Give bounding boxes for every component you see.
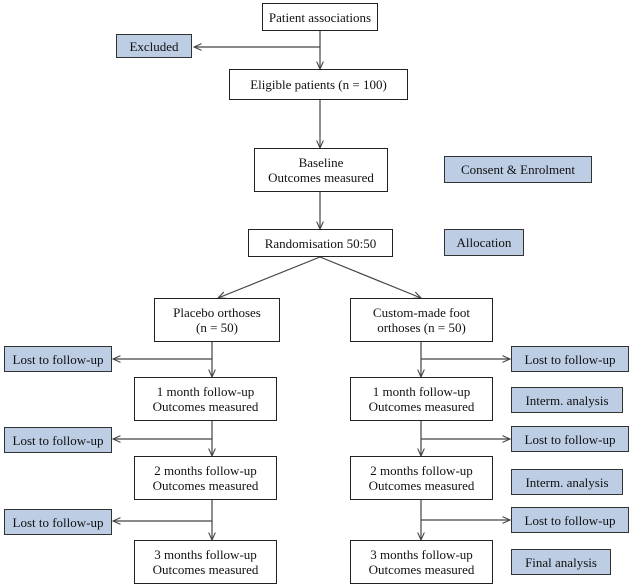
custom-2-months-subtitle: Outcomes measured bbox=[368, 478, 475, 493]
baseline-subtitle: Outcomes measured bbox=[268, 170, 374, 185]
excluded-label: Excluded bbox=[129, 38, 179, 54]
arrow-randomisation-to-placebo bbox=[218, 256, 321, 298]
placebo-3-months-box: 3 months follow-up Outcomes measured bbox=[134, 540, 277, 584]
patient-associations-box: Patient associations bbox=[262, 3, 378, 31]
placebo-lost-3-label: Lost to follow-up bbox=[12, 514, 104, 530]
baseline-title: Baseline bbox=[298, 155, 344, 170]
placebo-2-months-title: 2 months follow-up bbox=[154, 463, 257, 478]
placebo-orthoses-box: Placebo orthoses (n = 50) bbox=[154, 298, 280, 342]
eligible-patients-label: Eligible patients (n = 100) bbox=[250, 77, 387, 92]
excluded-label-box: Excluded bbox=[116, 34, 192, 58]
patient-associations-label: Patient associations bbox=[268, 9, 372, 25]
placebo-2-months-subtitle: Outcomes measured bbox=[152, 478, 259, 493]
custom-3-months-box: 3 months follow-up Outcomes measured bbox=[350, 540, 493, 584]
placebo-1-month-box: 1 month follow-up Outcomes measured bbox=[134, 377, 277, 421]
custom-1-month-subtitle: Outcomes measured bbox=[368, 399, 475, 414]
custom-lost-3-box: Lost to follow-up bbox=[511, 507, 629, 533]
placebo-orthoses-title: Placebo orthoses bbox=[173, 305, 261, 320]
custom-lost-2-label: Lost to follow-up bbox=[524, 431, 616, 447]
placebo-3-months-subtitle: Outcomes measured bbox=[152, 562, 259, 577]
eligible-patients-box: Eligible patients (n = 100) bbox=[229, 69, 408, 100]
custom-lost-2-box: Lost to follow-up bbox=[511, 426, 629, 452]
placebo-lost-3-box: Lost to follow-up bbox=[4, 509, 112, 535]
placebo-1-month-title: 1 month follow-up bbox=[156, 384, 255, 399]
custom-2-months-box: 2 months follow-up Outcomes measured bbox=[350, 456, 493, 500]
custom-orthoses-title: Custom-made foot bbox=[372, 305, 471, 320]
placebo-lost-1-label: Lost to follow-up bbox=[12, 351, 104, 367]
custom-lost-1-box: Lost to follow-up bbox=[511, 346, 629, 372]
randomisation-label: Randomisation 50:50 bbox=[264, 235, 377, 251]
placebo-lost-2-box: Lost to follow-up bbox=[4, 427, 112, 453]
custom-3-months-subtitle: Outcomes measured bbox=[368, 562, 475, 577]
interim-analysis-2-box: Interm. analysis bbox=[511, 469, 623, 495]
arrow-randomisation-to-custom bbox=[319, 256, 421, 298]
custom-2-months-title: 2 months follow-up bbox=[370, 463, 473, 478]
final-analysis-box: Final analysis bbox=[511, 549, 611, 575]
interim-analysis-1-label: Interm. analysis bbox=[525, 392, 609, 408]
final-analysis-label: Final analysis bbox=[525, 554, 597, 570]
custom-orthoses-count: orthoses (n = 50) bbox=[377, 320, 466, 335]
placebo-lost-2-label: Lost to follow-up bbox=[12, 432, 104, 448]
randomisation-box: Randomisation 50:50 bbox=[248, 229, 393, 257]
custom-lost-1-label: Lost to follow-up bbox=[524, 351, 616, 367]
custom-lost-3-label: Lost to follow-up bbox=[524, 512, 616, 528]
custom-orthoses-box: Custom-made foot orthoses (n = 50) bbox=[350, 298, 493, 342]
placebo-orthoses-count: (n = 50) bbox=[196, 320, 238, 335]
placebo-3-months-title: 3 months follow-up bbox=[154, 547, 257, 562]
custom-1-month-title: 1 month follow-up bbox=[372, 384, 471, 399]
consent-enrolment-label: Consent & Enrolment bbox=[460, 162, 576, 177]
placebo-1-month-subtitle: Outcomes measured bbox=[152, 399, 259, 414]
custom-3-months-title: 3 months follow-up bbox=[370, 547, 473, 562]
interim-analysis-2-label: Interm. analysis bbox=[525, 474, 609, 490]
consent-enrolment-label-box: Consent & Enrolment bbox=[444, 156, 592, 183]
baseline-box: Baseline Outcomes measured bbox=[254, 148, 388, 192]
allocation-label: Allocation bbox=[456, 235, 512, 250]
placebo-lost-1-box: Lost to follow-up bbox=[4, 346, 112, 372]
interim-analysis-1-box: Interm. analysis bbox=[511, 387, 623, 413]
custom-1-month-box: 1 month follow-up Outcomes measured bbox=[350, 377, 493, 421]
placebo-2-months-box: 2 months follow-up Outcomes measured bbox=[134, 456, 277, 500]
allocation-label-box: Allocation bbox=[444, 229, 524, 256]
